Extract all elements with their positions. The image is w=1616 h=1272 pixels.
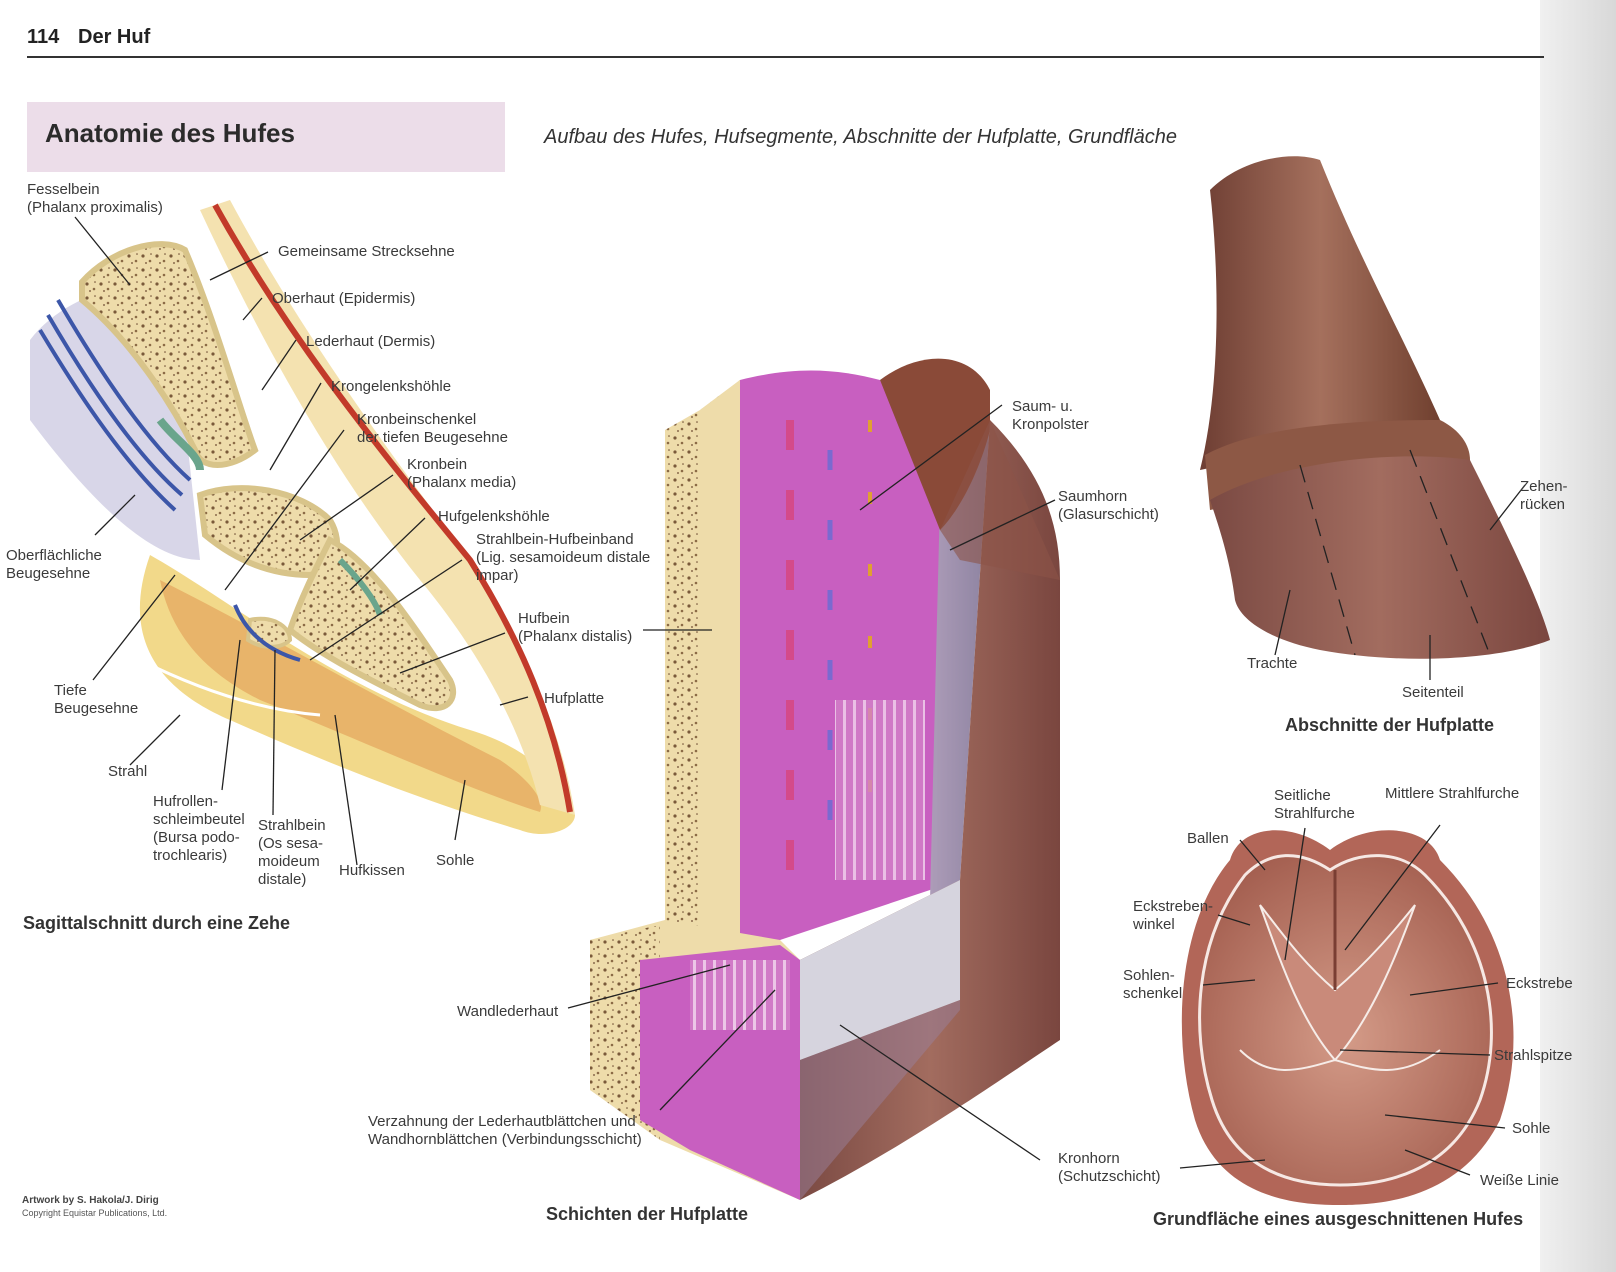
hoof-wall-drawing [1200, 156, 1550, 659]
label-hufbein: Hufbein [518, 610, 570, 627]
caption-layers: Schichten der Hufplatte [546, 1204, 749, 1224]
label-zehenruecken: Zehen- [1520, 478, 1568, 495]
label-saum-2: Kronpolster [1012, 416, 1089, 433]
label-zehenruecken-2: rücken [1520, 496, 1566, 513]
label-seitliche-strahlfurche-2: Strahlfurche [1274, 805, 1355, 822]
label-oberflaechliche: Oberflächliche [6, 547, 102, 564]
label-hufrollen: Hufrollen- [153, 793, 219, 810]
caption-hoof-wall: Abschnitte der Hufplatte [1285, 715, 1495, 735]
label-trachte: Trachte [1247, 655, 1298, 672]
label-kronhorn: Kronhorn [1058, 1150, 1120, 1167]
label-kronhorn-2: (Schutzschicht) [1058, 1168, 1161, 1185]
label-strahlbein: Strahlbein [258, 817, 326, 834]
label-fesselbein: Fesselbein [27, 181, 100, 198]
label-sohlenschenkel: Sohlen- [1123, 967, 1175, 984]
caption-sole: Grundfläche eines ausgeschnittenen Hufes [1153, 1209, 1524, 1229]
section-title-box [27, 102, 505, 172]
hoof-sole-drawing [1181, 830, 1514, 1205]
label-saumhorn-2: (Glasurschicht) [1058, 506, 1159, 523]
artwork-credit: Artwork by S. Hakola/J. Dirig [22, 1195, 159, 1206]
label-weisse-linie: Weiße Linie [1480, 1172, 1559, 1189]
header-rule [27, 56, 1544, 58]
label-eckstrebe: Eckstrebe [1506, 975, 1573, 992]
label-fesselbein-latin: (Phalanx proximalis) [27, 199, 163, 216]
label-sohlenschenkel-2: schenkel [1123, 985, 1183, 1002]
label-wandlederhaut: Wandlederhaut [457, 1003, 559, 1020]
label-ballen: Ballen [1187, 830, 1229, 847]
label-strahlbein-2: (Os sesa- [258, 835, 324, 852]
label-seitliche-strahlfurche: Seitliche [1274, 787, 1331, 804]
label-eckstrebenwinkel-2: winkel [1133, 916, 1175, 933]
sagittal-section-drawing [30, 200, 575, 835]
label-sohle-sagittal: Sohle [436, 852, 475, 869]
label-kronbein-latin: (Phalanx media) [407, 474, 517, 491]
label-hufbein-latin: (Phalanx distalis) [518, 628, 633, 645]
label-verzahnung: Verzahnung der Lederhautblättchen und [368, 1113, 636, 1130]
label-strahlbein-hufbeinband-3: impar) [476, 567, 519, 584]
label-verzahnung-2: Wandhornblättchen (Verbindungsschicht) [368, 1131, 642, 1148]
section-subtitle: Aufbau des Hufes, Hufsegmente, Abschnitt… [544, 126, 1177, 148]
label-strahlbein-4: distale) [258, 871, 307, 888]
label-kronbein: Kronbein [407, 456, 468, 473]
label-saumhorn: Saumhorn [1058, 488, 1128, 505]
leader-lines [74, 216, 1526, 1176]
label-oberhaut: Oberhaut (Epidermis) [272, 290, 416, 307]
label-hufkissen: Hufkissen [339, 862, 405, 879]
caption-sagittal: Sagittalschnitt durch eine Zehe [23, 913, 291, 933]
label-hufplatte: Hufplatte [544, 690, 605, 707]
label-strahlspitze: Strahlspitze [1494, 1047, 1573, 1064]
label-oberflaechliche-2: Beugesehne [6, 565, 91, 582]
hoof-layers-drawing [590, 358, 1060, 1200]
label-kronbeinschenkel: Kronbeinschenkel [357, 411, 477, 428]
label-saum: Saum- u. [1012, 398, 1073, 415]
label-mittlere-strahlfurche: Mittlere Strahlfurche [1385, 785, 1520, 802]
label-strahlbein-hufbeinband-2: (Lig. sesamoideum distale [476, 549, 651, 566]
label-strahl: Strahl [108, 763, 148, 780]
label-strecksehne: Gemeinsame Strecksehne [278, 243, 455, 260]
label-tiefe: Tiefe [54, 682, 87, 699]
label-seitenteil: Seitenteil [1402, 684, 1464, 701]
page-number: 114 [27, 26, 60, 48]
label-hufrollen-3: (Bursa podo- [153, 829, 240, 846]
label-hufrollen-4: trochlearis) [153, 847, 228, 864]
label-lederhaut: Lederhaut (Dermis) [306, 333, 436, 350]
section-title: Anatomie des Hufes [45, 118, 295, 148]
page-edge-shadow [1540, 0, 1616, 1272]
label-tiefe-2: Beugesehne [54, 700, 139, 717]
label-strahlbein-hufbeinband: Strahlbein-Hufbeinband [476, 531, 634, 548]
label-hufrollen-2: schleimbeutel [153, 811, 245, 828]
label-eckstrebenwinkel: Eckstreben- [1133, 898, 1214, 915]
label-strahlbein-3: moideum [258, 853, 320, 870]
label-sohle: Sohle [1512, 1120, 1551, 1137]
label-kronbeinschenkel-2: der tiefen Beugesehne [357, 429, 508, 446]
chapter-title: Der Huf [78, 26, 151, 48]
label-hufgelenkshoehle: Hufgelenkshöhle [438, 508, 550, 525]
label-krongelenkshoehle: Krongelenkshöhle [331, 378, 452, 395]
copyright-credit: Copyright Equistar Publications, Ltd. [22, 1208, 168, 1218]
